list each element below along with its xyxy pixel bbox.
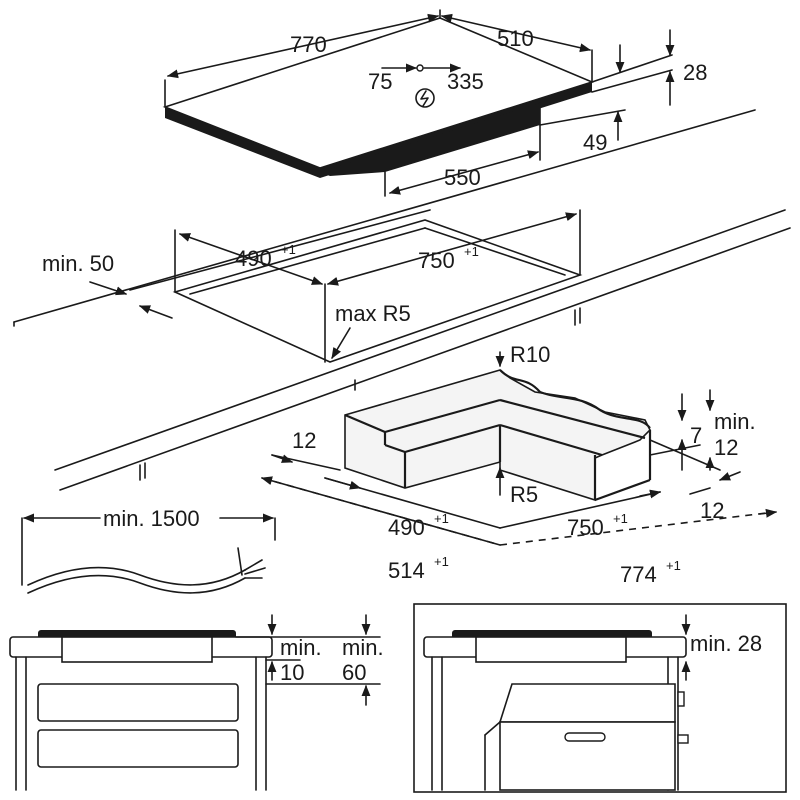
frame-outer-depth-tolerance: +1 xyxy=(434,554,449,569)
cutout-min-edge-label: min. 50 xyxy=(42,251,114,276)
hob-height-label: 28 xyxy=(683,60,707,85)
frame-step-min-value: 12 xyxy=(714,435,738,460)
cutout-width-label: 750 xyxy=(418,248,455,273)
cutout-depth-label: 490 xyxy=(235,246,272,271)
cutout-depth-tolerance: +1 xyxy=(281,242,296,257)
frame-ledge-left-label: 12 xyxy=(292,428,316,453)
body-depth-label: 49 xyxy=(583,130,607,155)
hob-width-label: 770 xyxy=(290,32,327,57)
install-left-gap1-label: min. xyxy=(280,635,322,660)
offset-left-label: 75 xyxy=(368,69,392,94)
install-left-gap2-value: 60 xyxy=(342,660,366,685)
offset-right-label: 335 xyxy=(447,69,484,94)
frame-outer-width-label: 774 xyxy=(620,562,657,587)
cutout-radius-label: max R5 xyxy=(335,301,411,326)
frame-step-min-label: min. xyxy=(714,409,756,434)
hob-dimensions: 770 510 75 335 28 49 550 xyxy=(166,13,707,195)
frame-ledge-right-label: 12 xyxy=(700,498,724,523)
frame-inner-depth-tolerance: +1 xyxy=(434,511,449,526)
frame-step-height-label: 7 xyxy=(690,423,702,448)
frame-outer-depth-label: 514 xyxy=(388,558,425,583)
oven-handle xyxy=(564,732,606,742)
frame-dimensions: R10 R5 12 7 min. 12 12 490 +1 750 +1 514… xyxy=(260,342,778,587)
frame-inner-width-label: 750 xyxy=(567,515,604,540)
hob-depth-label: 510 xyxy=(497,26,534,51)
cable-drawing: min. 1500 xyxy=(21,506,276,594)
cutout-width-tolerance: +1 xyxy=(464,244,479,259)
cable-min-length-label: min. 1500 xyxy=(103,506,200,531)
frame-detail-drawing xyxy=(344,369,721,502)
frame-radius-outer-label: R10 xyxy=(510,342,550,367)
frame-inner-width-tolerance: +1 xyxy=(613,511,628,526)
install-left-gap2-label: min. xyxy=(342,635,384,660)
frame-inner-depth-label: 490 xyxy=(388,515,425,540)
cutout-dimensions: 490 +1 750 +1 min. 50 max R5 xyxy=(42,212,578,359)
hob-drawing xyxy=(162,9,673,197)
frame-outer-width-tolerance: +1 xyxy=(666,558,681,573)
connection-point xyxy=(416,64,424,72)
install-right-drawing: min. 28 xyxy=(413,603,787,793)
install-right-gap-label: min. 28 xyxy=(690,631,762,656)
install-left-gap1-value: 10 xyxy=(280,660,304,685)
install-left-drawing: min. 10 min. 60 xyxy=(9,614,384,791)
body-width-label: 550 xyxy=(444,165,481,190)
frame-radius-inner-label: R5 xyxy=(510,482,538,507)
